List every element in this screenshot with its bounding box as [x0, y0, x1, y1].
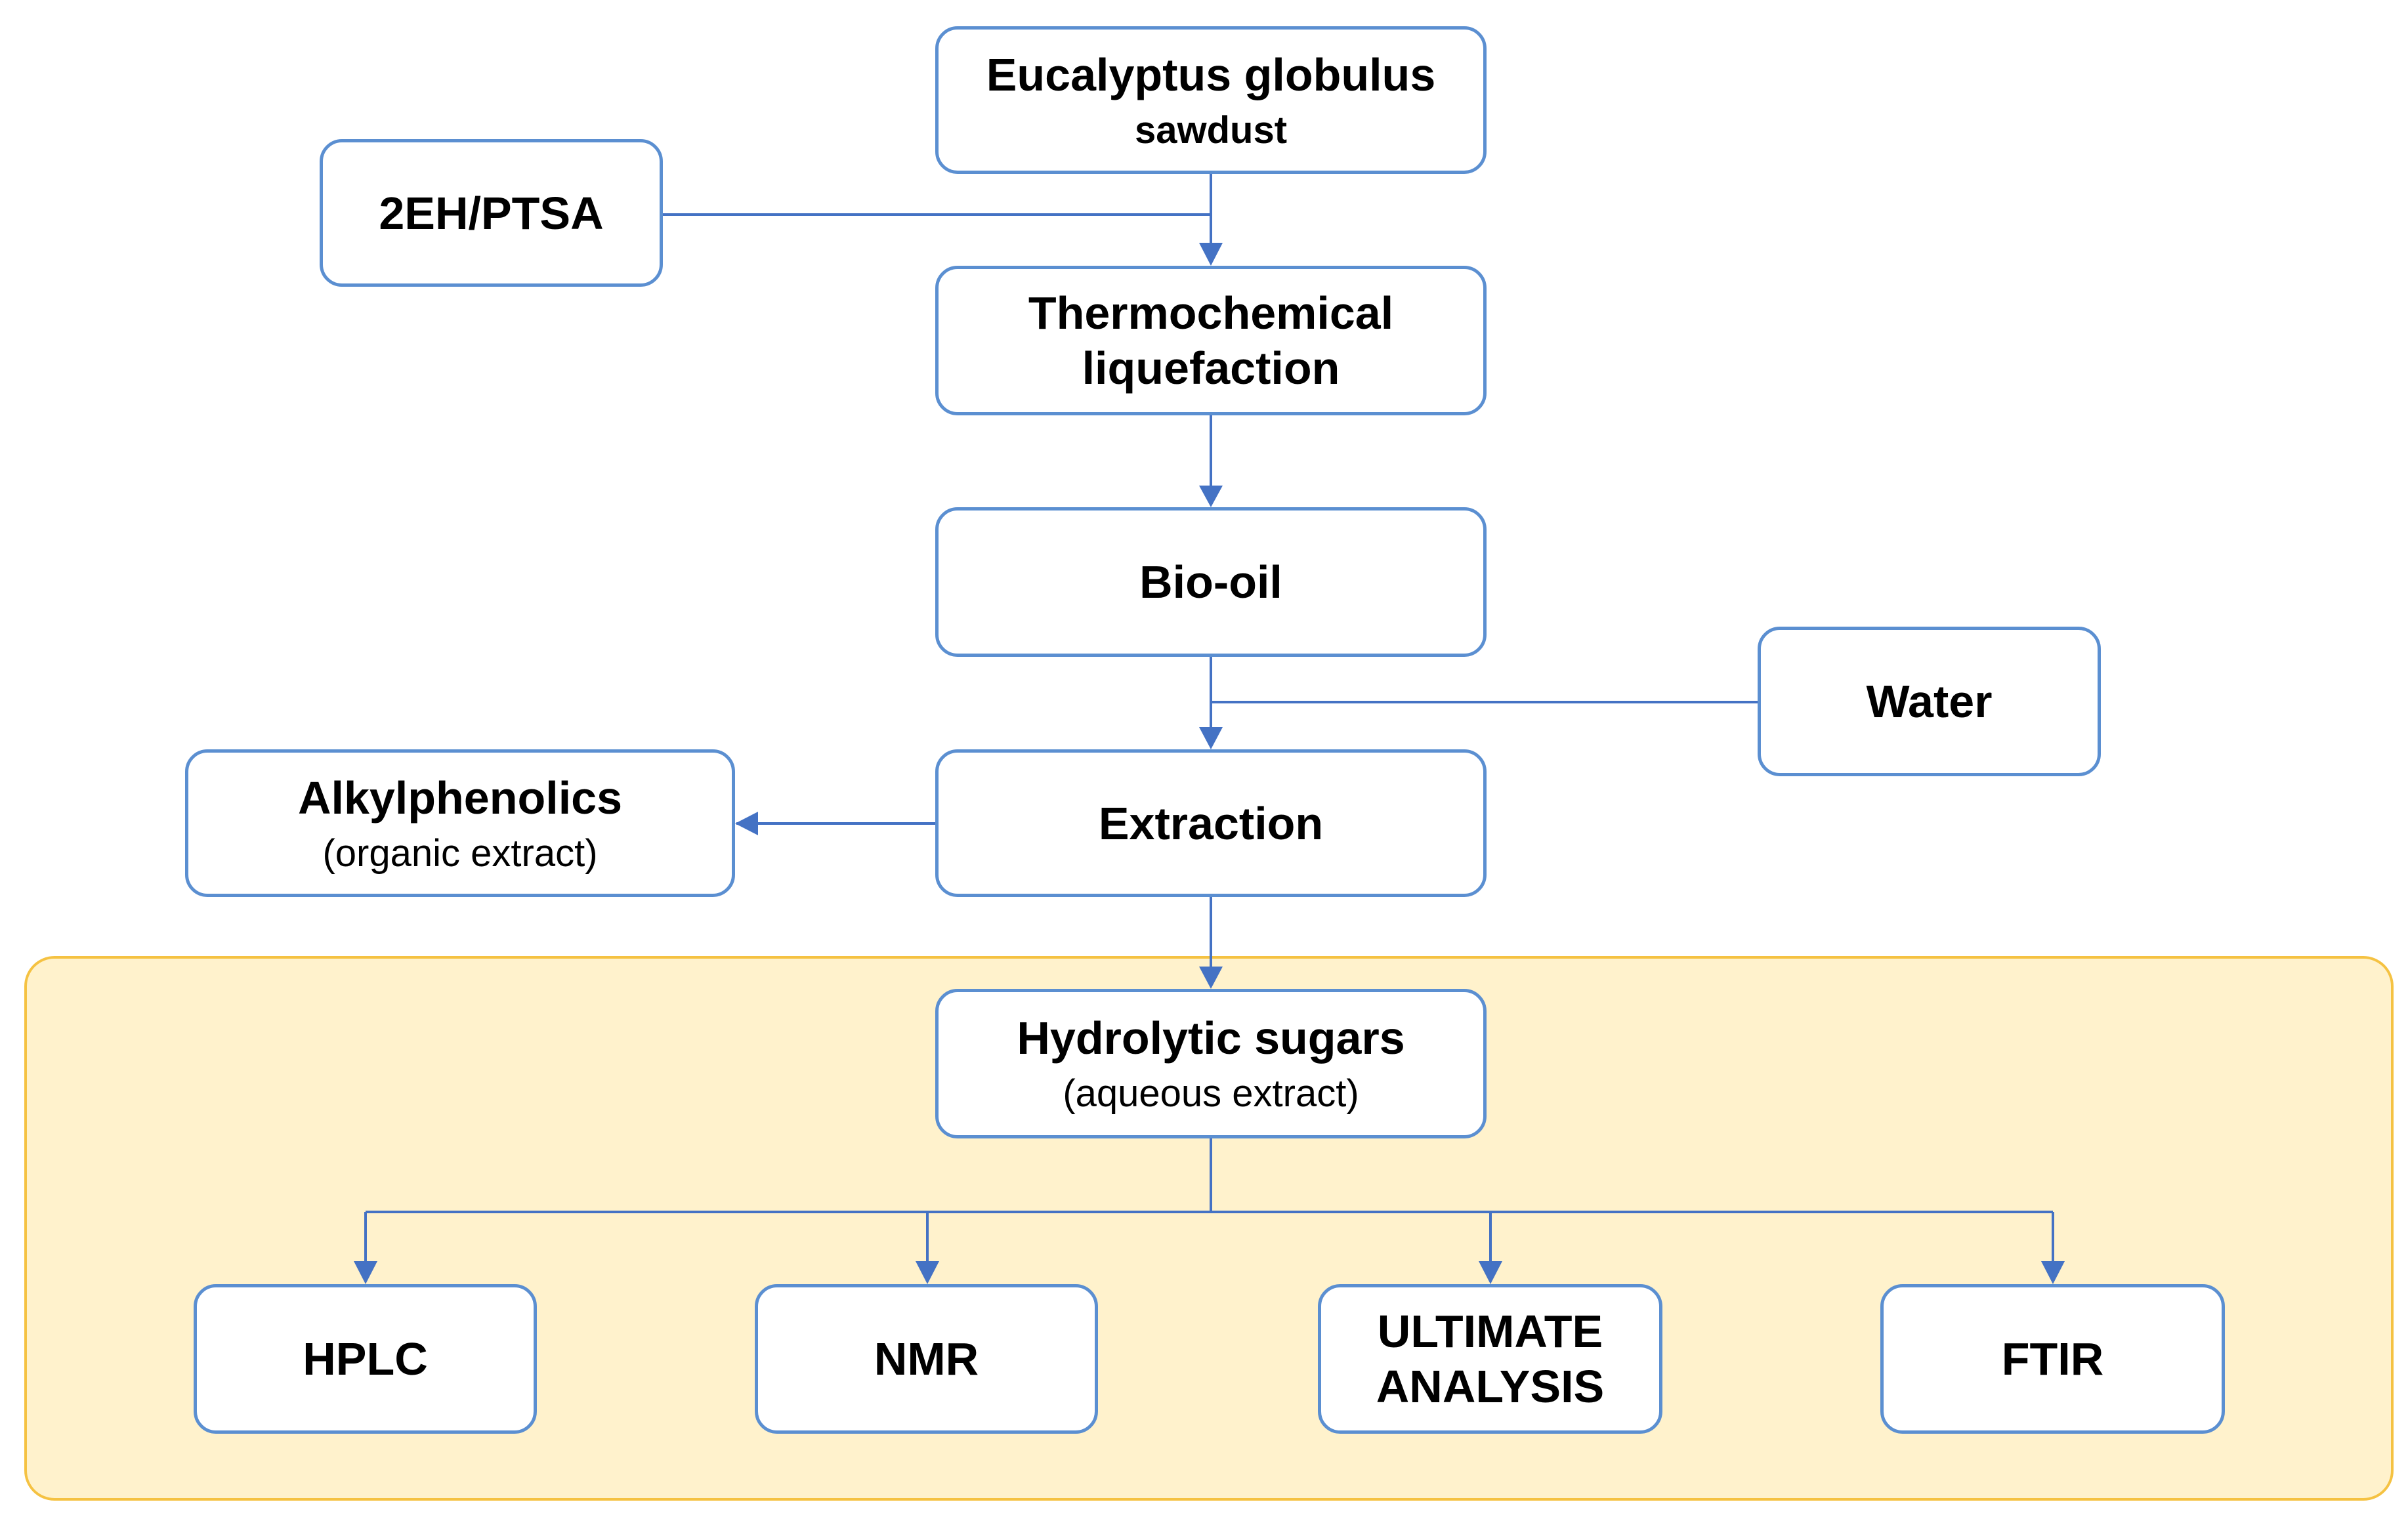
node-water: Water: [1758, 627, 2101, 776]
node-feedstock-title: Eucalyptus globulus: [986, 49, 1436, 100]
node-liquefaction: Thermochemical liquefaction: [935, 266, 1487, 415]
node-alkylphenolics-subtitle: (organic extract): [322, 831, 598, 875]
arrowhead: [1199, 727, 1223, 749]
node-water-title: Water: [1866, 676, 1993, 727]
node-liquefaction-title: Thermochemical liquefaction: [1028, 287, 1394, 394]
node-ftir: FTIR: [1880, 1284, 2225, 1434]
node-feedstock-subtitle: sawdust: [1134, 108, 1288, 152]
node-alkylphenolics: Alkylphenolics (organic extract): [185, 749, 735, 897]
node-hydrolytic-sugars: Hydrolytic sugars (aqueous extract): [935, 989, 1487, 1138]
node-nmr-title: NMR: [874, 1333, 979, 1385]
node-nmr: NMR: [755, 1284, 1098, 1434]
node-hplc-title: HPLC: [303, 1333, 428, 1385]
node-ftir-title: FTIR: [2001, 1333, 2104, 1385]
arrowhead: [1479, 1261, 1502, 1284]
node-ultimate-analysis: ULTIMATE ANALYSIS: [1318, 1284, 1662, 1434]
node-extraction-title: Extraction: [1098, 797, 1324, 849]
arrowhead: [1199, 967, 1223, 989]
arrowhead: [735, 812, 758, 835]
node-hydrolytic-sugars-subtitle: (aqueous extract): [1063, 1072, 1359, 1115]
node-bio-oil: Bio-oil: [935, 507, 1487, 657]
node-hplc: HPLC: [194, 1284, 537, 1434]
node-hydrolytic-sugars-title: Hydrolytic sugars: [1017, 1012, 1405, 1064]
node-catalyst: 2EH/PTSA: [320, 139, 663, 287]
node-catalyst-title: 2EH/PTSA: [379, 187, 604, 239]
node-ultimate-analysis-title: ULTIMATE ANALYSIS: [1376, 1306, 1605, 1412]
arrowhead: [354, 1261, 377, 1284]
node-bio-oil-title: Bio-oil: [1139, 556, 1282, 608]
arrowhead: [1199, 243, 1223, 266]
node-alkylphenolics-title: Alkylphenolics: [297, 772, 623, 823]
node-feedstock: Eucalyptus globulus sawdust: [935, 26, 1487, 174]
arrowhead: [2041, 1261, 2065, 1284]
arrowhead: [916, 1261, 939, 1284]
node-extraction: Extraction: [935, 749, 1487, 897]
arrowhead: [1199, 486, 1223, 507]
